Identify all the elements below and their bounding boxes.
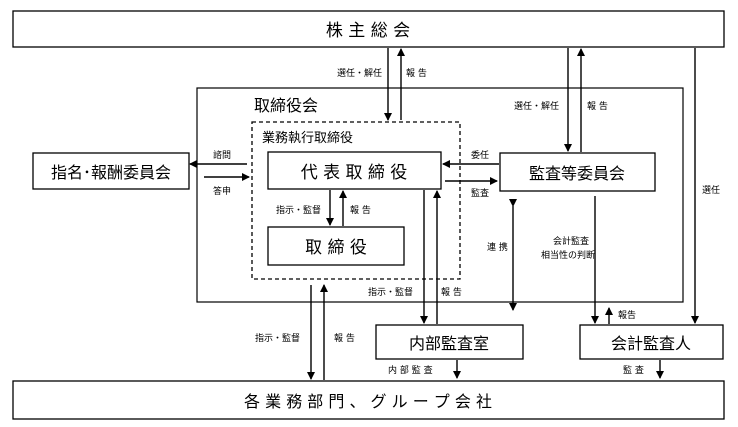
- label-appropriateness: 相当性の判断: [541, 249, 595, 261]
- board-label: 取締役会: [254, 96, 318, 115]
- departments-label: 各 業 務 部 門 、 グ ル ー プ 会 社: [244, 392, 492, 411]
- audit-committee-box: [499, 152, 656, 192]
- nomination-box: [32, 152, 190, 190]
- label-accounting-audit: 会計監査: [553, 235, 589, 247]
- label-report-audit: 報 告: [587, 100, 608, 112]
- label-consult: 諮問: [213, 149, 231, 161]
- label-elect-board: 選任・解任: [337, 67, 382, 79]
- label-instruct-dept: 指示・監督: [255, 332, 300, 344]
- executive-group-box: [251, 121, 461, 280]
- internal-audit-label: 内部監査室: [409, 334, 489, 353]
- label-report-inner: 報 告: [350, 204, 371, 216]
- label-delegate: 委任: [471, 149, 489, 161]
- label-audit-supervise: 監査: [471, 187, 489, 199]
- label-instruct-internal: 指示・監督: [368, 286, 413, 298]
- label-report-auditor: 報告: [618, 309, 636, 321]
- directors-label: 取 締 役: [305, 238, 367, 258]
- directors-box: [267, 226, 405, 266]
- label-cooperation: 連 携: [487, 241, 508, 253]
- shareholders-label: 株 主 総 会: [326, 21, 410, 41]
- internal-audit-box: [375, 324, 524, 360]
- board-box: [196, 87, 684, 303]
- label-report-board: 報 告: [406, 67, 427, 79]
- representative-box: [267, 151, 442, 190]
- label-report-dept: 報 告: [334, 332, 355, 344]
- label-elect-audit: 選任・解任: [514, 100, 559, 112]
- representative-label: 代 表 取 締 役: [301, 163, 408, 183]
- shareholders-box: [12, 10, 725, 48]
- label-internal-audit-arrow: 内 部 監 査: [388, 364, 433, 376]
- label-report-internal: 報 告: [441, 286, 462, 298]
- label-instruct-inner: 指示・監督: [276, 204, 321, 216]
- label-audit-auditor: 監 査: [623, 364, 644, 376]
- accounting-auditor-box: [579, 324, 724, 360]
- accounting-auditor-label: 会計監査人: [611, 334, 691, 353]
- audit-committee-label: 監査等委員会: [529, 164, 625, 183]
- executive-group-label: 業務執行取締役: [262, 130, 353, 146]
- nomination-label: 指名･報酬委員会: [51, 163, 171, 182]
- label-elect-auditor: 選任: [702, 184, 720, 196]
- departments-box: [12, 380, 725, 420]
- label-respond: 答申: [213, 185, 231, 197]
